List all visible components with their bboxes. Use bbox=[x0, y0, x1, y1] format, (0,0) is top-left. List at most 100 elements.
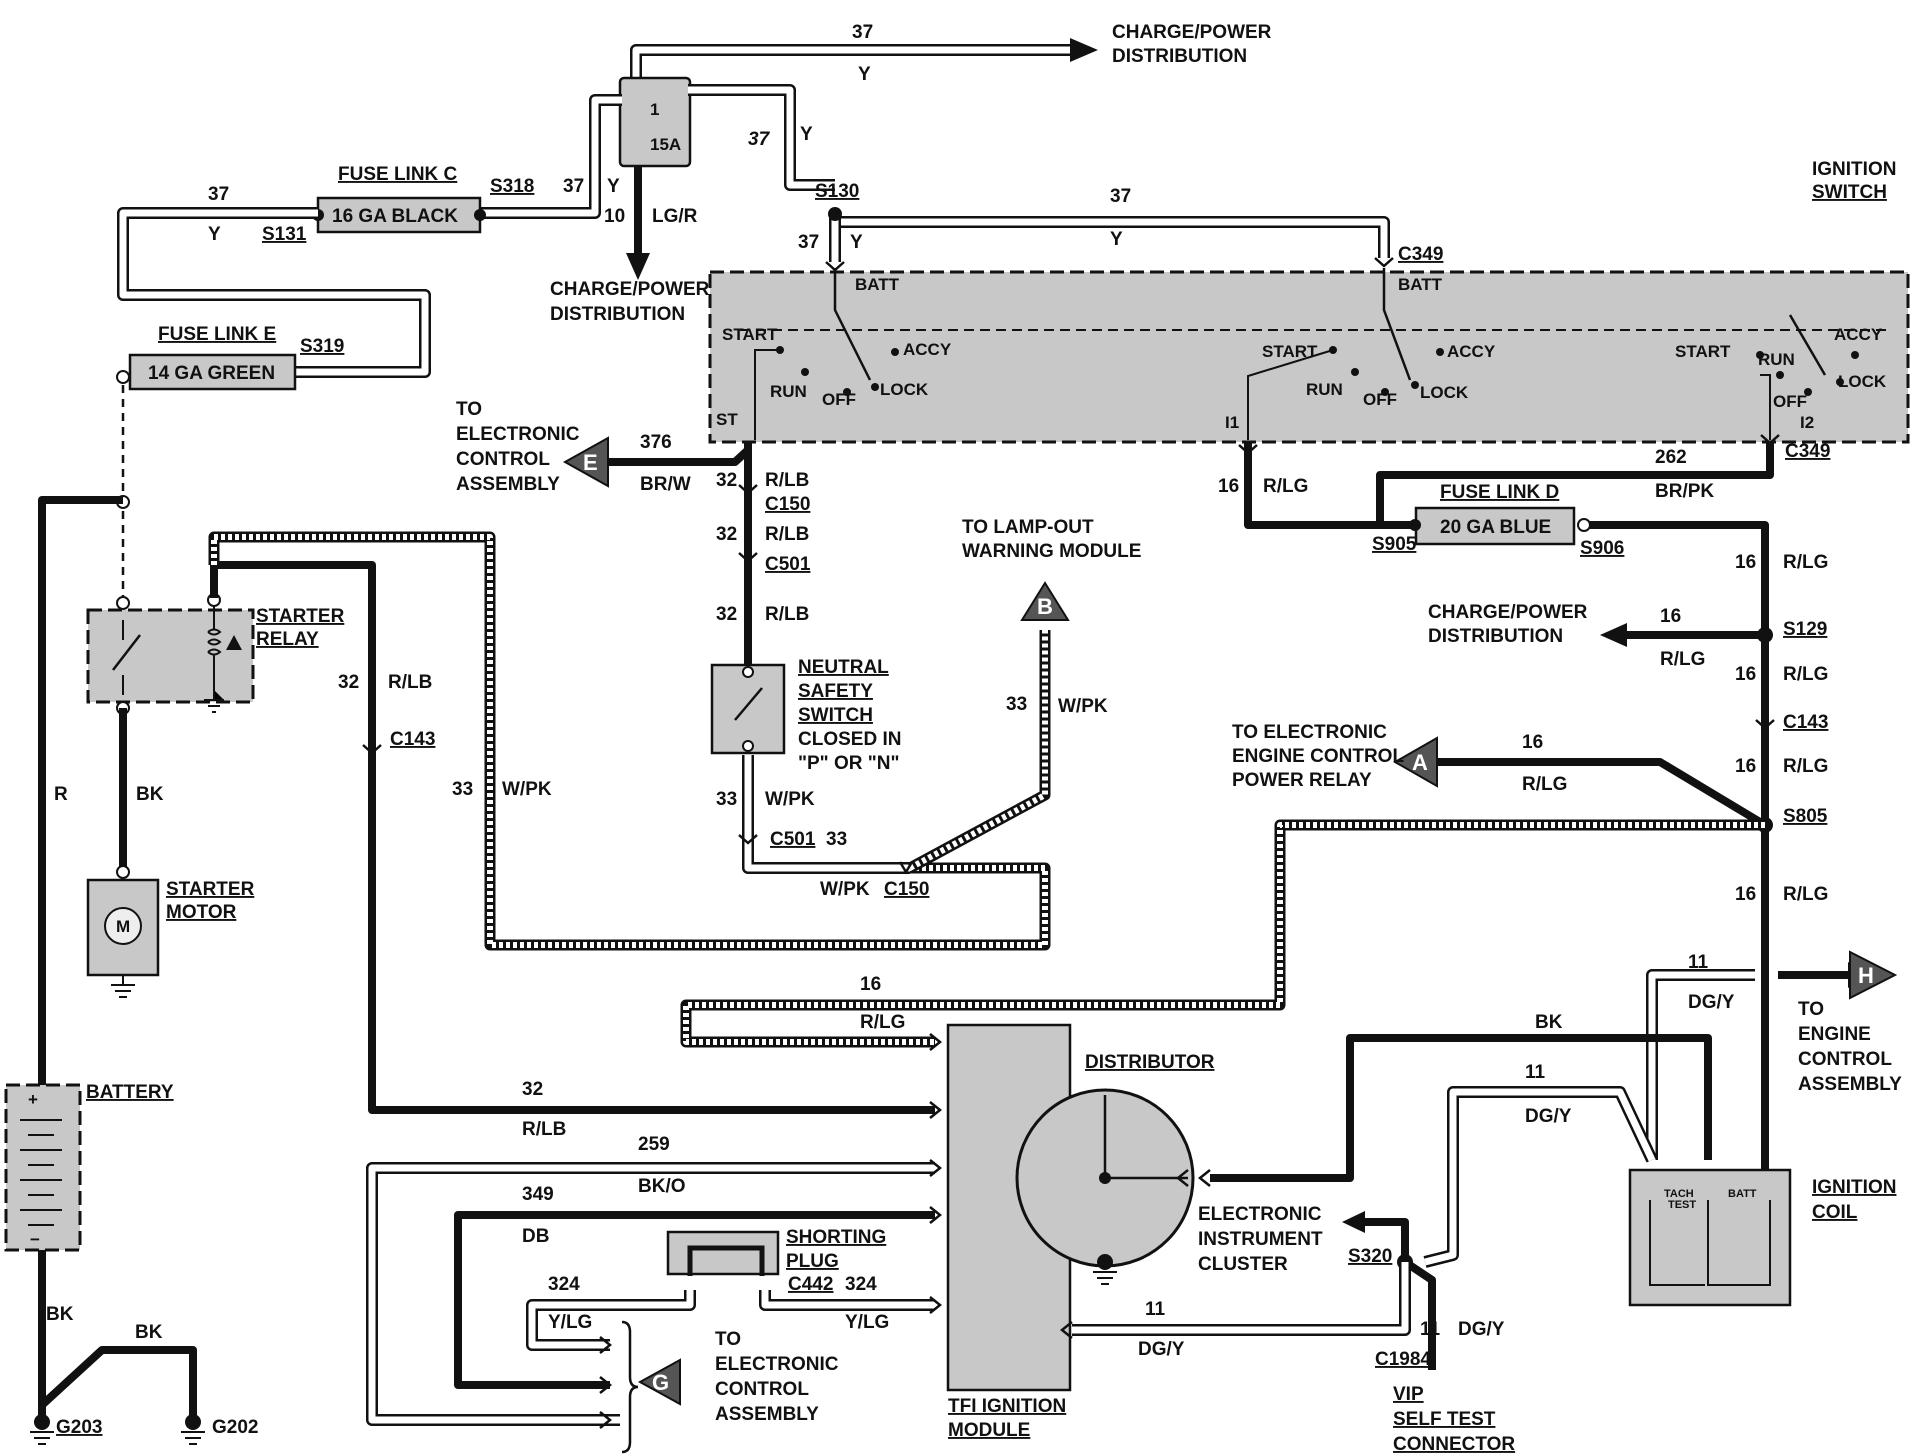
wire-37-s131 bbox=[117, 207, 431, 378]
label-y: Y bbox=[607, 176, 620, 197]
label-fuse-link-d: FUSE LINK D bbox=[1440, 482, 1559, 503]
label-c150-top: C150 bbox=[765, 494, 810, 515]
label-switch-lock-1: LOCK bbox=[880, 380, 929, 399]
tfi-pin-chevrons bbox=[599, 1033, 1211, 1429]
label-259: 259 bbox=[638, 1134, 670, 1155]
label-349: 349 bbox=[522, 1184, 554, 1205]
svg-text:E: E bbox=[583, 450, 598, 475]
label-rlg: R/LG bbox=[1783, 884, 1828, 905]
wire-349-db bbox=[454, 1211, 935, 1389]
label-switch-batt-2: BATT bbox=[1398, 275, 1443, 294]
label-r: R bbox=[54, 784, 68, 805]
label-37: 37 bbox=[1110, 186, 1131, 207]
label-fuse-link-c: FUSE LINK C bbox=[338, 164, 458, 185]
svg-text:TEST: TEST bbox=[1668, 1199, 1696, 1211]
distributor bbox=[1015, 1088, 1195, 1285]
label-shorting-plug-2: PLUG bbox=[786, 1251, 839, 1272]
label-to-eca-bottom-1: TO bbox=[715, 1329, 741, 1350]
label-y: Y bbox=[850, 232, 863, 253]
label-switch-run-2: RUN bbox=[1306, 380, 1343, 399]
label-brw: BR/W bbox=[640, 474, 691, 495]
label-16: 16 bbox=[1735, 884, 1756, 905]
label-distributor: DISTRIBUTOR bbox=[1085, 1052, 1215, 1073]
label-33: 33 bbox=[826, 829, 847, 850]
label-to-eca-bottom-4: ASSEMBLY bbox=[715, 1404, 819, 1425]
label-cluster-2: INSTRUMENT bbox=[1198, 1229, 1323, 1250]
wire-33-wpk-loop bbox=[208, 531, 1051, 951]
label-dgy: DG/Y bbox=[1138, 1339, 1185, 1360]
wire-10-lgr bbox=[626, 166, 650, 280]
label-rlg: R/LG bbox=[1783, 664, 1828, 685]
label-switch-start-3: START bbox=[1675, 342, 1731, 361]
label-to-ecu-4: ASSEMBLY bbox=[456, 474, 560, 495]
label-nss-1: NEUTRAL bbox=[798, 657, 889, 678]
label-switch-run-3: RUN bbox=[1758, 350, 1795, 369]
wire-33-nss bbox=[742, 755, 910, 874]
fuse-link-d: 20 GA BLUE bbox=[1409, 506, 1591, 546]
label-vip-3: CONNECTOR bbox=[1393, 1434, 1515, 1455]
label-starter-motor-1: STARTER bbox=[166, 879, 255, 900]
wire-37-top bbox=[630, 38, 1098, 80]
label-s805: S805 bbox=[1783, 806, 1828, 827]
label-switch-accy-1: ACCY bbox=[903, 340, 952, 359]
label-s131: S131 bbox=[262, 224, 307, 245]
wire-324-ylg bbox=[526, 1290, 935, 1351]
wire-376-brw bbox=[608, 447, 751, 466]
label-16: 16 bbox=[1735, 552, 1756, 573]
label-to-ecu-1: TO bbox=[456, 399, 482, 420]
label-switch-start-2: START bbox=[1262, 342, 1318, 361]
label-bk: BK bbox=[136, 784, 164, 805]
label-ignition-coil-1: IGNITION bbox=[1812, 1177, 1896, 1198]
label-tfi-1: TFI IGNITION bbox=[948, 1396, 1066, 1417]
svg-text:BATT: BATT bbox=[1728, 1188, 1757, 1200]
wire-11-dgy-tfi bbox=[1072, 1262, 1411, 1336]
label-c143-right: C143 bbox=[1783, 712, 1828, 733]
label-33: 33 bbox=[716, 789, 737, 810]
label-switch-lock-2: LOCK bbox=[1420, 383, 1469, 402]
shorting-plug bbox=[666, 1230, 780, 1276]
label-y: Y bbox=[1110, 229, 1123, 250]
svg-text:H: H bbox=[1858, 963, 1874, 988]
label-c349-top: C349 bbox=[1398, 244, 1443, 265]
label-fuse-link-e: FUSE LINK E bbox=[158, 324, 276, 345]
label-32: 32 bbox=[338, 672, 359, 693]
label-37: 37 bbox=[563, 176, 584, 197]
wire-r-battery bbox=[38, 496, 123, 1085]
label-c143-left: C143 bbox=[390, 729, 435, 750]
label-switch-off-3: OFF bbox=[1773, 392, 1807, 411]
label-c501-top: C501 bbox=[765, 554, 811, 575]
label-to-eca-right-1: TO bbox=[1798, 999, 1824, 1020]
label-closed-in-1: CLOSED IN bbox=[798, 729, 901, 750]
label-tfi-2: MODULE bbox=[948, 1420, 1030, 1441]
label-32: 32 bbox=[716, 604, 737, 625]
label-37: 37 bbox=[798, 232, 819, 253]
wire-bk-coil bbox=[1210, 1034, 1712, 1182]
label-charge-power-mid-1: CHARGE/POWER bbox=[550, 279, 710, 300]
label-y: Y bbox=[800, 124, 813, 145]
label-bk: BK bbox=[46, 1304, 74, 1325]
label-switch-accy-2: ACCY bbox=[1447, 342, 1496, 361]
label-wpk: W/PK bbox=[502, 779, 552, 800]
wire-33-to-b bbox=[907, 630, 1051, 873]
wire-11-vip bbox=[1402, 1258, 1436, 1370]
wire-16-rlg-main bbox=[1590, 521, 1769, 1170]
label-262: 262 bbox=[1655, 447, 1687, 468]
label-wpk: W/PK bbox=[765, 789, 815, 810]
label-y: Y bbox=[858, 64, 871, 85]
label-s318: S318 bbox=[490, 176, 534, 197]
label-dgy: DG/Y bbox=[1458, 1319, 1505, 1340]
fuse-link-e: 14 GA GREEN bbox=[116, 353, 297, 391]
splice-s130 bbox=[828, 207, 842, 221]
label-cluster-3: CLUSTER bbox=[1198, 1254, 1288, 1275]
label-to-ecpr-3: POWER RELAY bbox=[1232, 770, 1372, 791]
label-rlg: R/LG bbox=[1660, 649, 1705, 670]
label-ylg: Y/LG bbox=[548, 1312, 592, 1333]
svg-text:1: 1 bbox=[650, 100, 659, 119]
label-to-eca-right-2: ENGINE bbox=[1798, 1024, 1871, 1045]
starter-relay bbox=[86, 593, 255, 715]
label-c150-bottom: C150 bbox=[884, 879, 929, 900]
svg-text:14 GA GREEN: 14 GA GREEN bbox=[148, 363, 275, 384]
label-to-eca-bottom-2: ELECTRONIC bbox=[715, 1354, 839, 1375]
svg-text:20 GA BLUE: 20 GA BLUE bbox=[1440, 517, 1551, 538]
label-16: 16 bbox=[1218, 476, 1239, 497]
